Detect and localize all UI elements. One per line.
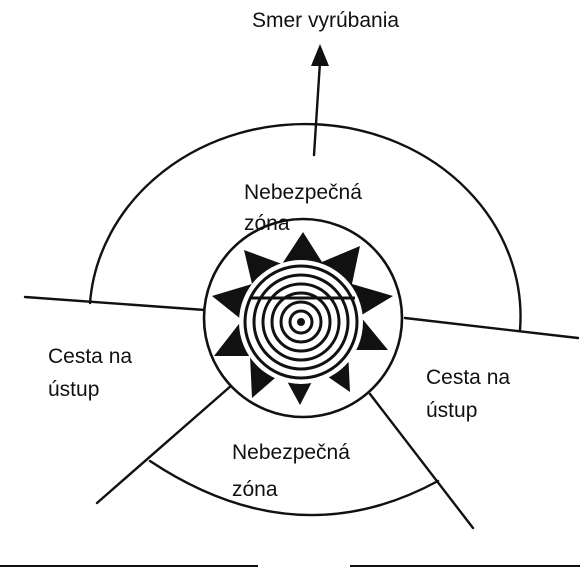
arrow-shaft (314, 62, 320, 155)
danger-zone-bottom-label-line2: zóna (232, 478, 278, 501)
escape-route-left-label-line2: ústup (48, 378, 99, 401)
tree-stump-cross-section-icon (204, 219, 402, 417)
escape-line-left (97, 385, 232, 503)
cut-line-left (25, 297, 205, 310)
escape-route-left-label-line1: Cesta na (48, 345, 132, 368)
danger-zone-top-label-line1: Nebezpečná (244, 181, 362, 204)
arrow-up-icon (311, 44, 329, 66)
danger-zone-bottom-arc (150, 461, 438, 515)
felling-direction-label: Smer vyrúbania (252, 9, 399, 32)
felling-direction-arrow (311, 44, 329, 155)
danger-zone-top-label-line2: zóna (244, 212, 290, 235)
escape-route-right-label-line1: Cesta na (426, 366, 510, 389)
danger-zone-bottom-label-line1: Nebezpečná (232, 441, 350, 464)
cut-line-right (405, 318, 578, 338)
escape-route-right-label-line2: ústup (426, 399, 477, 422)
